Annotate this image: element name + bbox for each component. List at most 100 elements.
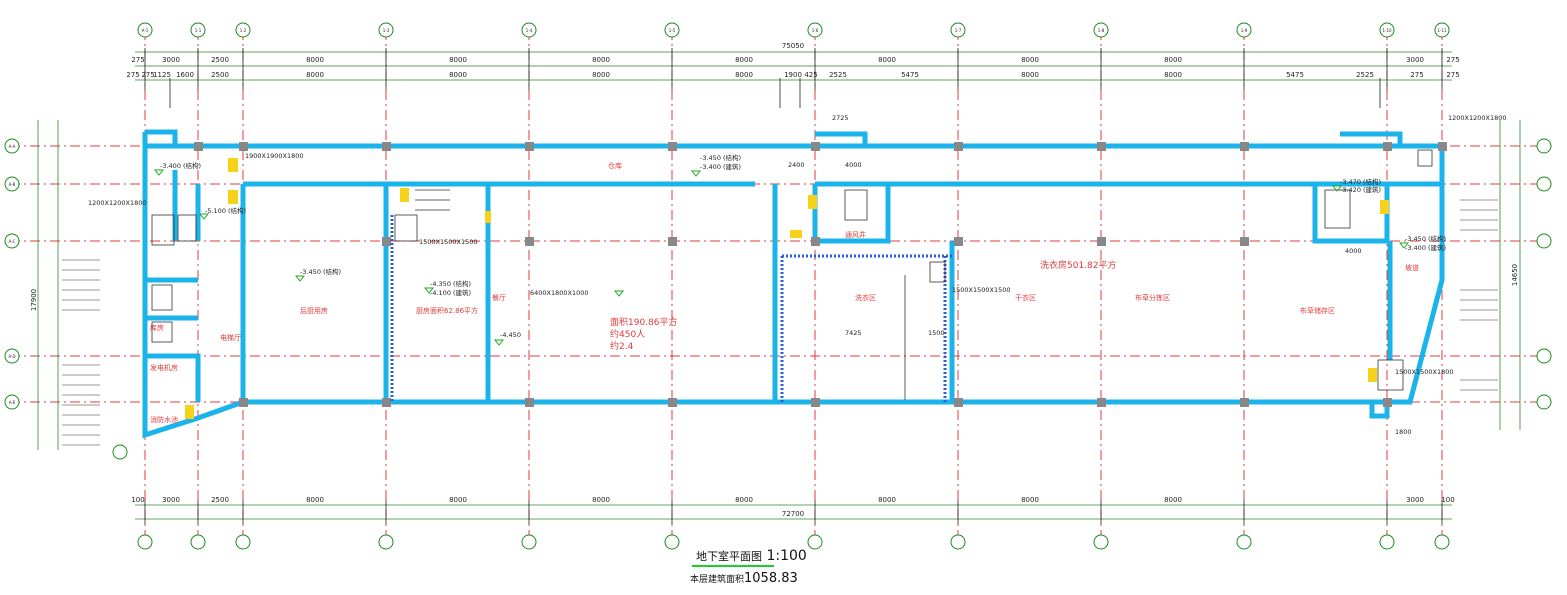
room-hall-area: 面积190.86平方 xyxy=(610,316,678,328)
elevation-text: -3.450 (结构) xyxy=(1405,234,1446,243)
dim-text: 275 xyxy=(126,71,139,79)
floor-area-value: 1058.83 xyxy=(744,571,798,586)
opening-note: 1200X1200X1800 xyxy=(1448,114,1507,122)
room-ramp: 坡道 xyxy=(1405,263,1419,272)
room-storage: 仓库 xyxy=(608,161,622,170)
axis-label: 1-3 xyxy=(383,28,390,33)
room-generator: 发电机房 xyxy=(150,363,178,372)
dim-text: 2500 xyxy=(211,71,229,79)
room-wash-area: 洗衣区 xyxy=(855,293,876,302)
axis-label: 1-11 xyxy=(1437,28,1447,33)
room-laundry-total: 洗衣房501.82平方 xyxy=(1040,259,1117,271)
dim-right-total: 14650 xyxy=(1511,264,1519,286)
opening-note: 6400X1800X1000 xyxy=(530,289,589,297)
length-note: 1800 xyxy=(1395,428,1412,436)
dim-text: 8000 xyxy=(735,71,753,79)
dim-text: 8000 xyxy=(735,496,753,504)
opening-note: 1200X1200X1800 xyxy=(88,199,147,207)
length-note: 2725 xyxy=(832,114,849,122)
room-elevator-hall: 电梯厅 xyxy=(220,333,241,342)
room-hall-capacity: 约450人 xyxy=(610,328,645,340)
dim-text: 8000 xyxy=(449,71,467,79)
top-dimension-texts: 75050 275 3000 2500 8000 8000 8000 8000 … xyxy=(126,42,1459,79)
elevation-text: -3.420 (建筑) xyxy=(1340,185,1381,194)
dim-text: 275 xyxy=(1446,71,1459,79)
length-note: 1500 xyxy=(928,329,945,337)
dim-text: 2525 xyxy=(829,71,847,79)
dim-left-total: 17900 xyxy=(30,289,38,311)
room-labels: 仓库 后厨用房 厨房面积62.86平方 电梯厅 库房 发电机房 消防水池 面积1… xyxy=(150,161,1419,424)
length-note: 4000 xyxy=(1345,247,1362,255)
axis-label: A-D xyxy=(8,354,15,359)
axis-label: A-1 xyxy=(142,28,149,33)
dim-text: 8000 xyxy=(592,56,610,64)
axis-label: A-A xyxy=(9,144,16,149)
dim-text: 2500 xyxy=(211,56,229,64)
opening-notes: 1200X1200X1800 1200X1200X1800 1500X1500X… xyxy=(88,114,1507,436)
dim-text: 275 xyxy=(131,56,144,64)
opening-note: 1900X1900X1800 xyxy=(245,152,304,160)
elevation-text: -3.450 (结构) xyxy=(300,267,341,276)
elevation-text: -3.400 (结构) xyxy=(160,161,201,170)
side-dimension-texts: 17900 14650 xyxy=(30,264,1519,311)
elevation-text: -3.400 (建筑) xyxy=(1405,243,1446,252)
room-dry-area: 干衣区 xyxy=(1015,293,1036,302)
axis-label: A-E xyxy=(9,400,16,405)
dimension-ticks xyxy=(144,48,1443,524)
dim-text: 8000 xyxy=(306,56,324,64)
dim-text: 275 xyxy=(141,71,154,79)
axis-bubbles-top xyxy=(4,22,1552,550)
dim-text: 3000 xyxy=(1406,56,1424,64)
elevation-triangles xyxy=(153,169,1410,346)
drawing-scale: 1:100 xyxy=(766,548,807,564)
axis-label: 1-2 xyxy=(240,28,247,33)
room-shaft-label: 通风井 xyxy=(845,230,866,239)
dim-text: 275 xyxy=(1410,71,1423,79)
axis-label: 1-9 xyxy=(1241,28,1248,33)
dim-text: 425 xyxy=(804,71,817,79)
elevation-labels: -3.400 (结构) -3.450 (结构) -3.400 (建筑) -5.1… xyxy=(160,153,1446,339)
axis-label: 1-7 xyxy=(955,28,962,33)
title-underline xyxy=(692,565,774,567)
dim-top-total: 75050 xyxy=(782,42,804,50)
axis-label: 1-8 xyxy=(1098,28,1105,33)
length-note: 7425 xyxy=(845,329,862,337)
elevation-text: -4.450 xyxy=(500,331,521,339)
elevation-text: -3.470 (结构) xyxy=(1340,177,1381,186)
elevation-text: -5.100 (结构) xyxy=(205,206,246,215)
axis-label: 1-5 xyxy=(669,28,676,33)
dim-text: 8000 xyxy=(449,496,467,504)
dim-bottom-total: 72700 xyxy=(782,510,804,518)
dim-text: 8000 xyxy=(735,56,753,64)
room-back-kitchen: 后厨用房 xyxy=(300,306,328,315)
axis-label: 1-10 xyxy=(1382,28,1392,33)
elevation-text: -4.350 (结构) xyxy=(430,279,471,288)
dim-text: 1125 xyxy=(153,71,171,79)
dim-text: 100 xyxy=(1441,496,1454,504)
dim-text: 8000 xyxy=(592,71,610,79)
columns xyxy=(194,142,1447,407)
drawing-title: 地下室平面图 1:100 xyxy=(696,548,807,564)
room-laundry-sort: 布草分拣区 xyxy=(1135,293,1170,302)
floor-area-label: 本层建筑面积 xyxy=(690,575,745,585)
dim-text: 275 xyxy=(1446,56,1459,64)
drawing-title-text: 地下室平面图 xyxy=(696,550,762,563)
dim-text: 3000 xyxy=(162,56,180,64)
room-kitchen-area: 厨房面积62.86平方 xyxy=(416,306,478,315)
axis-label: 1-1 xyxy=(195,28,202,33)
dim-text: 1900 xyxy=(784,71,802,79)
dim-text: 8000 xyxy=(1021,496,1039,504)
dim-text: 8000 xyxy=(1021,56,1039,64)
room-laundry-store: 布草储存区 xyxy=(1300,306,1335,315)
opening-note: 1500X1500X1500 xyxy=(952,286,1011,294)
dim-text: 8000 xyxy=(592,496,610,504)
opening-note: 1500X1500X1500 xyxy=(419,238,478,246)
axis-label: 1-6 xyxy=(812,28,819,33)
axis-label: A-C xyxy=(9,239,16,244)
doors xyxy=(185,158,1389,419)
room-hall-ratio: 约2.4 xyxy=(610,340,634,352)
dim-text: 8000 xyxy=(1164,71,1182,79)
bottom-dimension-texts: 100 3000 2500 8000 8000 8000 8000 8000 8… xyxy=(131,496,1454,518)
dim-text: 8000 xyxy=(1164,56,1182,64)
